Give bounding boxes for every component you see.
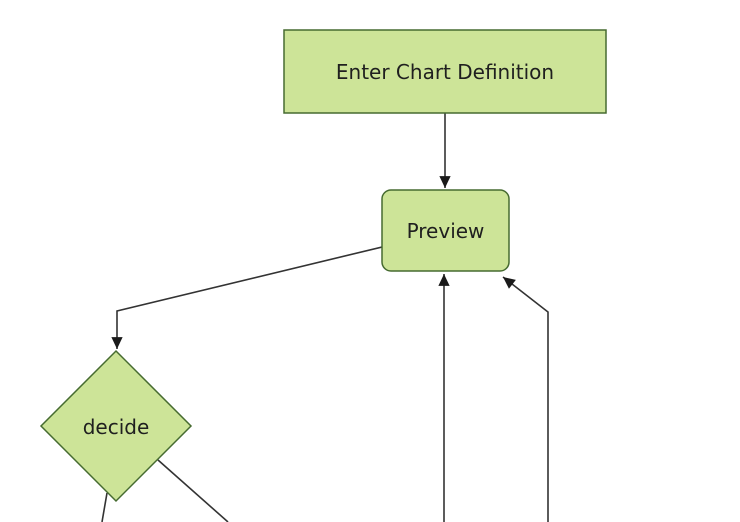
enter-chart-definition-box: [283, 29, 607, 114]
preview-box: [381, 189, 510, 272]
edge-bottom-to-preview-bent: [502, 276, 549, 522]
node-enter-chart-definition: Enter Chart Definition: [283, 29, 607, 114]
decide-label: decide: [83, 415, 150, 439]
edge-layer: [101, 113, 549, 522]
preview-label: Preview: [407, 219, 485, 243]
edge-decide-to-offscreen-right: [157, 459, 229, 522]
decide-diamond: [39, 349, 193, 503]
node-preview: Preview: [381, 189, 510, 272]
edge-preview-to-decide: [111, 246, 383, 349]
enter-chart-definition-label: Enter Chart Definition: [336, 60, 554, 84]
node-decide: decide: [39, 349, 193, 503]
edge-decide-to-offscreen-left: [101, 492, 108, 522]
